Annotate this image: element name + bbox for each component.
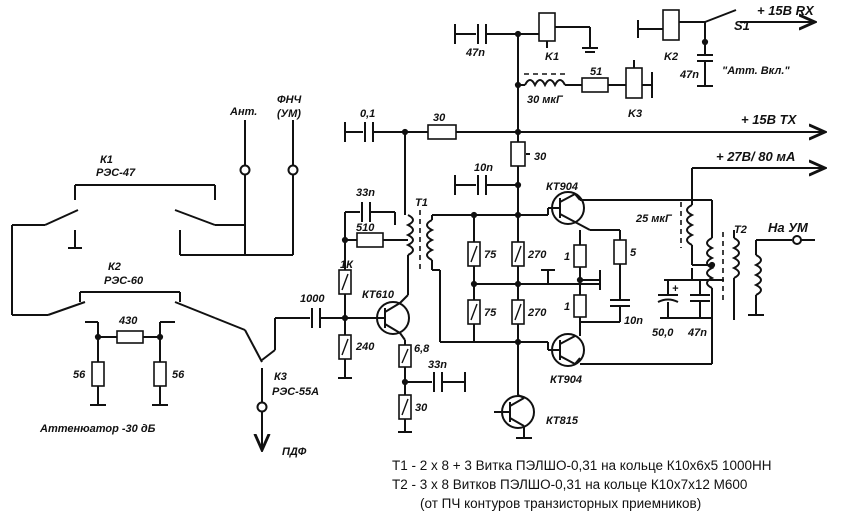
c-33n-label: 33n (356, 187, 375, 199)
k1-type-label: РЭС-47 (96, 167, 136, 179)
r-75-top-label: 75 (484, 249, 497, 261)
note-t2-source: (от ПЧ контуров транзисторных приемников… (420, 496, 701, 511)
r-430-label: 430 (118, 315, 138, 327)
r-75-bottom-label: 75 (484, 307, 497, 319)
k3-switch-label: К3 (274, 371, 287, 383)
rail-27v-label: + 27В/ 80 мА (716, 149, 795, 164)
kt904-top-label: КТ904 (546, 181, 578, 193)
c-10n-out-label: 10n (624, 315, 643, 327)
k2-type-label: РЭС-60 (104, 275, 144, 287)
k2-coil-label: K2 (664, 51, 678, 63)
t1-label: Т1 (415, 197, 428, 209)
k3-coil-label: K3 (628, 108, 642, 120)
output-stage-section: + 27В/ 80 мА 25 мкГ Т2 На УМ + (580, 149, 825, 339)
c-47n-k2-label: 47n (679, 69, 699, 81)
note-t1: Т1 - 2 х 8 + 3 Витка ПЭЛШО-0,31 на кольц… (392, 458, 771, 473)
k1-coil (538, 12, 556, 42)
driver-stage: Т1 33n 510 1К 1000 (274, 132, 466, 433)
kt904-bottom-label: КТ904 (550, 374, 582, 386)
r-30-pot-label: 30 (534, 151, 547, 163)
r-510 (356, 232, 384, 248)
rail-15v-rx-label: + 15В RX (757, 3, 815, 18)
t2-label: Т2 (734, 224, 747, 236)
inductor-25-label: 25 мкГ (635, 213, 673, 225)
r-6-8-label: 6,8 (414, 343, 430, 355)
c-47n-out-label: 47n (687, 327, 707, 339)
r-51 (581, 77, 609, 93)
winding-notes: Т1 - 2 х 8 + 3 Витка ПЭЛШО-0,31 на кольц… (392, 458, 771, 511)
c-47n-top-label: 47n (465, 47, 485, 59)
r-1-top (573, 244, 587, 268)
c-01-label: 0,1 (360, 108, 375, 120)
kt610-label: КТ610 (362, 289, 395, 301)
rail-15v-tx-label: + 15В ТХ (741, 112, 798, 127)
k1-coil-label: K1 (545, 51, 559, 63)
rx-tx-switching-section: 47n K1 30 мкГ 51 K3 K2 (344, 3, 825, 215)
r-270-top-label: 270 (527, 249, 547, 261)
c-50-label: 50,0 (652, 327, 674, 339)
r-51-label: 51 (590, 66, 602, 78)
r-56-right (153, 361, 167, 387)
svg-text:+: + (672, 283, 679, 295)
push-pull-stage: КТ904 КТ904 1 1 5 10n (440, 181, 713, 439)
s1-label: S1 (734, 18, 750, 33)
antenna-switching-section: Ант. ФНЧ (УМ) К1 РЭС-47 К2 РЭС-60 (11, 94, 319, 458)
kt815-label: КТ815 (546, 415, 579, 427)
inductor-30-label: 30 мкГ (527, 94, 564, 106)
c-33n-emitter-label: 33n (428, 359, 447, 371)
r-30-emitter-label: 30 (415, 402, 428, 414)
k2-coil (662, 9, 680, 41)
ant-label: Ант. (229, 106, 257, 118)
k3-type-label: РЭС-55А (272, 386, 319, 398)
k2-switch-label: К2 (108, 261, 121, 273)
r-510-label: 510 (356, 222, 375, 234)
r-1-bottom-label: 1 (564, 301, 570, 313)
c-10n-label: 10n (474, 162, 493, 174)
r-5-label: 5 (630, 247, 637, 259)
r-5 (613, 239, 627, 265)
r-30-top-label: 30 (433, 112, 446, 124)
fnch-pa-label: (УМ) (277, 108, 301, 120)
attenuator-label: Аттенюатор -30 дБ (39, 423, 156, 435)
k1-switch-label: К1 (100, 154, 113, 166)
r-430 (116, 330, 144, 344)
r-30-pot (510, 141, 526, 167)
r-1k-label: 1К (340, 259, 354, 271)
to-pa-label: На УМ (768, 220, 809, 235)
r-270-bottom-label: 270 (527, 307, 547, 319)
r-30-top (427, 124, 457, 140)
s1-desc-label: "Атт. Вкл." (722, 65, 790, 77)
k3-coil (625, 67, 643, 99)
note-t2: Т2 - 3 х 8 Витков ПЭЛШО-0,31 на кольце К… (392, 477, 747, 492)
r-56-left (91, 361, 105, 387)
pdf-label: ПДФ (282, 446, 307, 458)
r-56-left-label: 56 (73, 369, 86, 381)
r-240-label: 240 (355, 341, 375, 353)
r-1-bottom (573, 294, 587, 318)
r-1-top-label: 1 (564, 251, 570, 263)
fnch-label: ФНЧ (277, 94, 302, 106)
r-56-right-label: 56 (172, 369, 185, 381)
c-1000-label: 1000 (300, 293, 325, 305)
